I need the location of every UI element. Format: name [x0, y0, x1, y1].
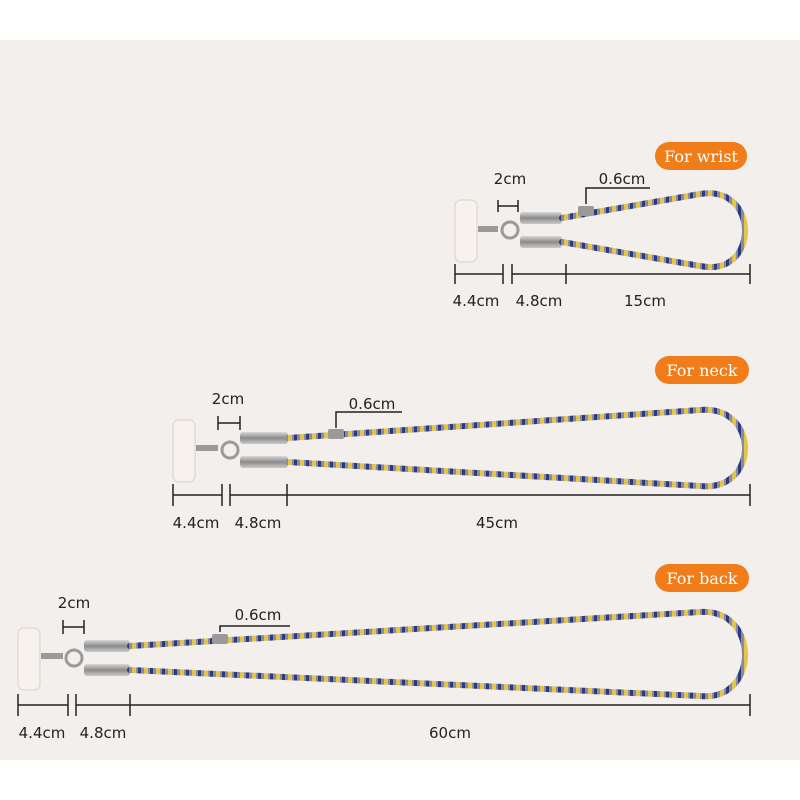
- neck-connector-length: 4.8cm: [235, 514, 282, 532]
- wrist-patch-length: 4.4cm: [453, 292, 500, 310]
- wrist-connector-length: 4.8cm: [516, 292, 563, 310]
- back-gap-marker: [62, 620, 85, 634]
- back-swivel-clip: [41, 653, 63, 659]
- wrist-dimension-lines: [454, 264, 751, 284]
- neck-swivel-clip: [196, 445, 218, 451]
- neck-split-ring: [220, 440, 240, 460]
- wrist-end-cap-top: [520, 212, 562, 224]
- neck-cord-label: 0.6cm: [349, 395, 396, 413]
- wrist-cord-label: 0.6cm: [599, 170, 646, 188]
- back-badge-label: For back: [666, 569, 737, 588]
- wrist-cord-slider: [578, 206, 594, 216]
- back-cord-label: 0.6cm: [235, 606, 282, 624]
- neck-gap-label: 2cm: [212, 390, 244, 408]
- neck-patch-length: 4.4cm: [173, 514, 220, 532]
- wrist-cord-length: 15cm: [624, 292, 666, 310]
- back-cord-length: 60cm: [429, 724, 471, 742]
- neck-end-cap-bottom: [240, 456, 288, 468]
- wrist-cord-leader: [585, 187, 650, 204]
- wrist-end-cap-bottom: [520, 236, 562, 248]
- wrist-phone-patch: [454, 199, 478, 263]
- neck-cord-leader: [335, 411, 402, 428]
- back-cord-leader: [219, 625, 290, 632]
- neck-end-cap-top: [240, 432, 288, 444]
- neck-cord-length: 45cm: [476, 514, 518, 532]
- back-connector-length: 4.8cm: [80, 724, 127, 742]
- back-gap-label: 2cm: [58, 594, 90, 612]
- wrist-badge-label: For wrist: [664, 147, 738, 166]
- neck-cord-slider: [328, 429, 344, 439]
- wrist-split-ring: [500, 220, 520, 240]
- back-end-cap-bottom: [84, 664, 130, 676]
- back-cord-slider: [212, 634, 228, 644]
- neck-phone-patch: [172, 419, 196, 483]
- wrist-gap-marker: [497, 200, 519, 212]
- wrist-swivel-clip: [478, 226, 498, 232]
- neck-badge: For neck: [655, 356, 749, 384]
- back-phone-patch: [17, 627, 41, 691]
- neck-dimension-lines: [172, 484, 751, 506]
- back-end-cap-top: [84, 640, 130, 652]
- wrist-strap-group: For wrist 2cm 0.6cm 4.4cm 4.8cm 15cm: [453, 142, 751, 310]
- back-strap-group: For back 2cm 0.6cm 4.4cm 4.8cm 60cm: [17, 564, 751, 742]
- wrist-gap-label: 2cm: [494, 170, 526, 188]
- back-cord: [127, 608, 748, 700]
- neck-gap-marker: [217, 416, 241, 430]
- back-patch-length: 4.4cm: [19, 724, 66, 742]
- back-dimension-lines: [17, 694, 751, 716]
- wrist-cord: [559, 190, 748, 271]
- back-split-ring: [64, 648, 84, 668]
- back-badge: For back: [655, 564, 749, 592]
- neck-cord: [285, 406, 748, 490]
- wrist-badge: For wrist: [655, 142, 747, 170]
- neck-badge-label: For neck: [666, 361, 737, 380]
- neck-strap-group: For neck 2cm 0.6cm 4.4cm 4.8cm 45cm: [172, 356, 751, 532]
